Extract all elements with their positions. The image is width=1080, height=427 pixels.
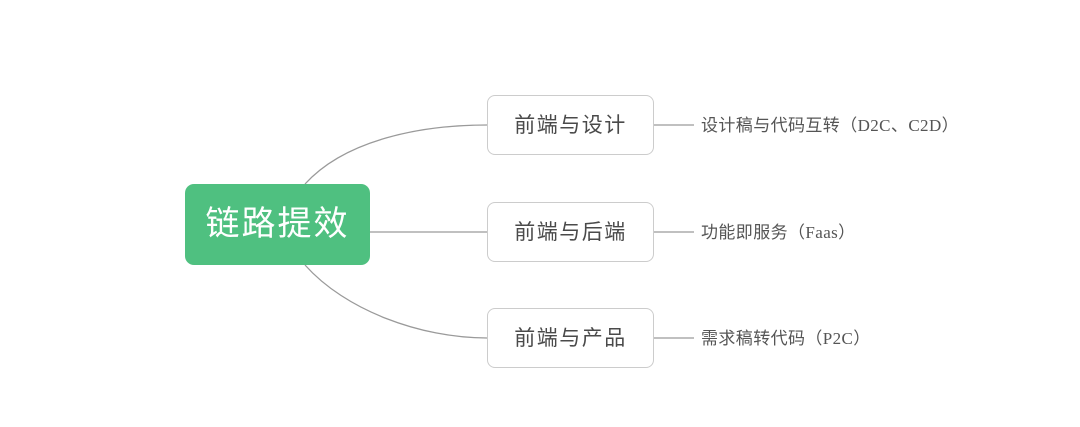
branch-node-frontend-backend[interactable]: 前端与后端 — [487, 202, 654, 262]
leaf-text-function-as-a-service: 功能即服务（Faas） — [701, 223, 856, 242]
branch-node-label: 前端与后端 — [514, 219, 627, 244]
leaf-text-prd-to-code: 需求稿转代码（P2C） — [701, 329, 871, 348]
branch-node-label: 前端与设计 — [514, 112, 627, 137]
root-node[interactable]: 链路提效 — [185, 184, 370, 265]
branch-node-frontend-design[interactable]: 前端与设计 — [487, 95, 654, 155]
leaf-text-design-to-code: 设计稿与代码互转（D2C、C2D） — [701, 116, 960, 135]
edge-root-to-branch-2 — [304, 264, 488, 339]
root-node-label: 链路提效 — [205, 205, 350, 243]
edge-root-to-branch-0 — [304, 124, 488, 185]
branch-node-frontend-product[interactable]: 前端与产品 — [487, 308, 654, 368]
branch-node-label: 前端与产品 — [514, 325, 627, 350]
